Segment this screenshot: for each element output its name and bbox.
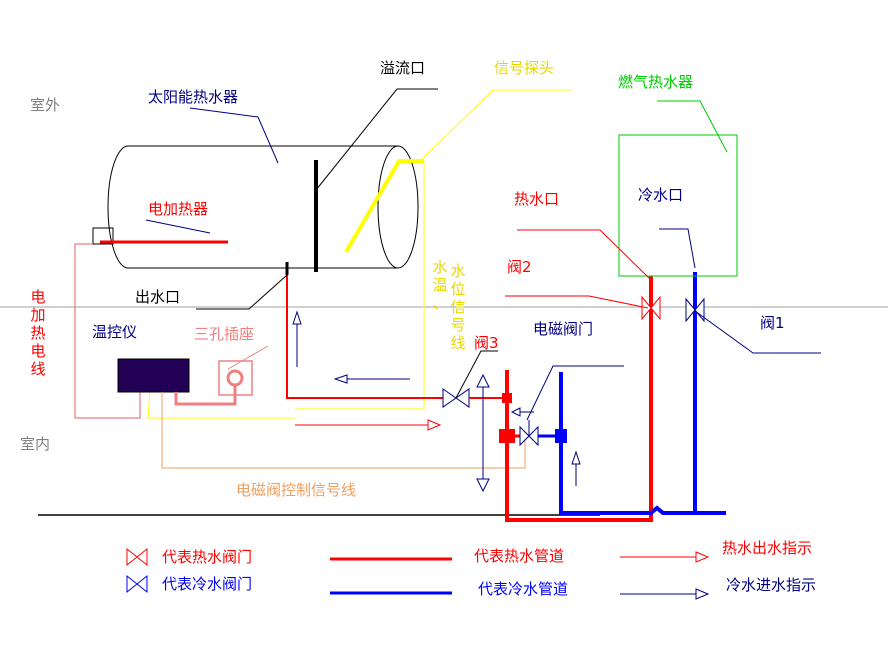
label-solenoid-signal-line: 电磁阀控制信号线 — [236, 481, 357, 499]
legend-hot-valve-label: 代表热水阀门 — [162, 548, 253, 566]
solenoid-valve — [519, 420, 539, 447]
label-temp-level-line-col1: 水 温 、 — [432, 258, 448, 312]
label-temp-level-line-col2: 水 位 信 号 线 — [450, 262, 466, 352]
thermostat-signal-link — [147, 392, 295, 419]
label-signal-probe: 信号探头 — [494, 59, 555, 77]
gas-heater-leader — [657, 100, 728, 153]
legend-cold-valve-label: 代表冷水阀门 — [162, 575, 253, 593]
legend-cold-flow-label: 冷水进水指示 — [726, 576, 817, 594]
flow-arrow-right — [295, 419, 442, 431]
socket-hole — [226, 369, 244, 387]
legend-cold-pipe-label: 代表冷水管道 — [478, 580, 569, 598]
label-valve2: 阀2 — [507, 258, 532, 276]
cold-pipe-solenoid — [559, 372, 695, 515]
temp-level-signal-line — [295, 161, 425, 410]
label-valve3: 阀3 — [474, 334, 499, 352]
label-hot-outlet: 热水口 — [514, 190, 560, 208]
heater-wire-char: 热 — [30, 324, 46, 342]
gas-water-heater — [618, 134, 738, 277]
legend-hot-valve-icon — [126, 547, 148, 567]
electric-heater-leader — [145, 219, 211, 234]
label-solenoid-valve: 电磁阀门 — [533, 320, 594, 338]
solar-heater-tank — [92, 145, 419, 269]
temp-level-char: 水 — [450, 262, 466, 280]
zone-indoor: 室内 — [20, 435, 51, 453]
hot-junction-top — [502, 393, 512, 403]
zone-outdoor: 室外 — [30, 96, 61, 114]
valve3-leader — [455, 350, 498, 399]
legend-hot-flow-icon — [620, 551, 710, 563]
flow-arrow-cold-up — [571, 450, 581, 486]
legend-hot-pipe-label: 代表热水管道 — [474, 547, 565, 565]
socket-cable — [174, 386, 237, 406]
heater-wire-char: 线 — [30, 360, 46, 378]
solenoid-leader — [526, 365, 624, 421]
heater-wire-char: 电 — [30, 342, 46, 360]
flow-arrow-left — [333, 374, 410, 384]
valve-2 — [641, 295, 661, 321]
label-electric-heater: 电加热器 — [148, 200, 209, 218]
thermostat — [117, 358, 190, 393]
solar-heater-leader — [189, 107, 279, 164]
hot-outlet-leader — [517, 229, 652, 281]
label-solar-heater: 太阳能热水器 — [148, 88, 239, 106]
hot-pipe-from-tank — [286, 275, 443, 399]
label-valve1: 阀1 — [760, 314, 785, 332]
label-socket: 三孔插座 — [194, 325, 255, 343]
solenoid-signal-line — [161, 392, 526, 469]
electric-heater-wire — [74, 243, 141, 419]
temp-level-char: 线 — [450, 334, 466, 352]
legend-cold-flow-icon — [620, 588, 710, 600]
cold-inlet-leader — [659, 228, 696, 269]
temp-level-char: 温 — [432, 276, 448, 294]
temp-level-char: 位 — [450, 280, 466, 298]
label-gas-heater: 燃气热水器 — [618, 73, 694, 91]
legend-hot-flow-label: 热水出水指示 — [722, 539, 813, 557]
temp-level-char: 、 — [432, 294, 448, 312]
flow-arrow-double — [476, 373, 490, 493]
hot-riser — [505, 276, 653, 522]
label-thermostat: 温控仪 — [92, 323, 138, 341]
signal-probe — [344, 159, 424, 254]
valve2-leader — [505, 295, 649, 309]
cold-junction — [555, 429, 567, 443]
signal-probe-leader — [419, 89, 572, 162]
heater-wire-char: 电 — [30, 288, 46, 306]
label-overflow: 溢流口 — [380, 59, 426, 77]
flow-arrow-up-tank — [292, 310, 302, 367]
outlet-leader — [196, 274, 288, 310]
socket-leader — [227, 345, 269, 370]
flow-arrow-solenoid — [510, 407, 534, 417]
overflow-leader — [315, 88, 438, 191]
valve1-leader — [694, 310, 821, 354]
label-cold-inlet: 冷水口 — [638, 186, 684, 204]
label-water-outlet: 出水口 — [135, 288, 181, 306]
temp-level-char: 号 — [450, 316, 466, 334]
temp-level-char: 信 — [450, 298, 466, 316]
temp-level-char: 水 — [432, 258, 448, 276]
legend-cold-valve-icon — [126, 574, 148, 594]
label-heater-wire: 电 加 热 电 线 — [30, 288, 46, 378]
heater-wire-char: 加 — [30, 306, 46, 324]
